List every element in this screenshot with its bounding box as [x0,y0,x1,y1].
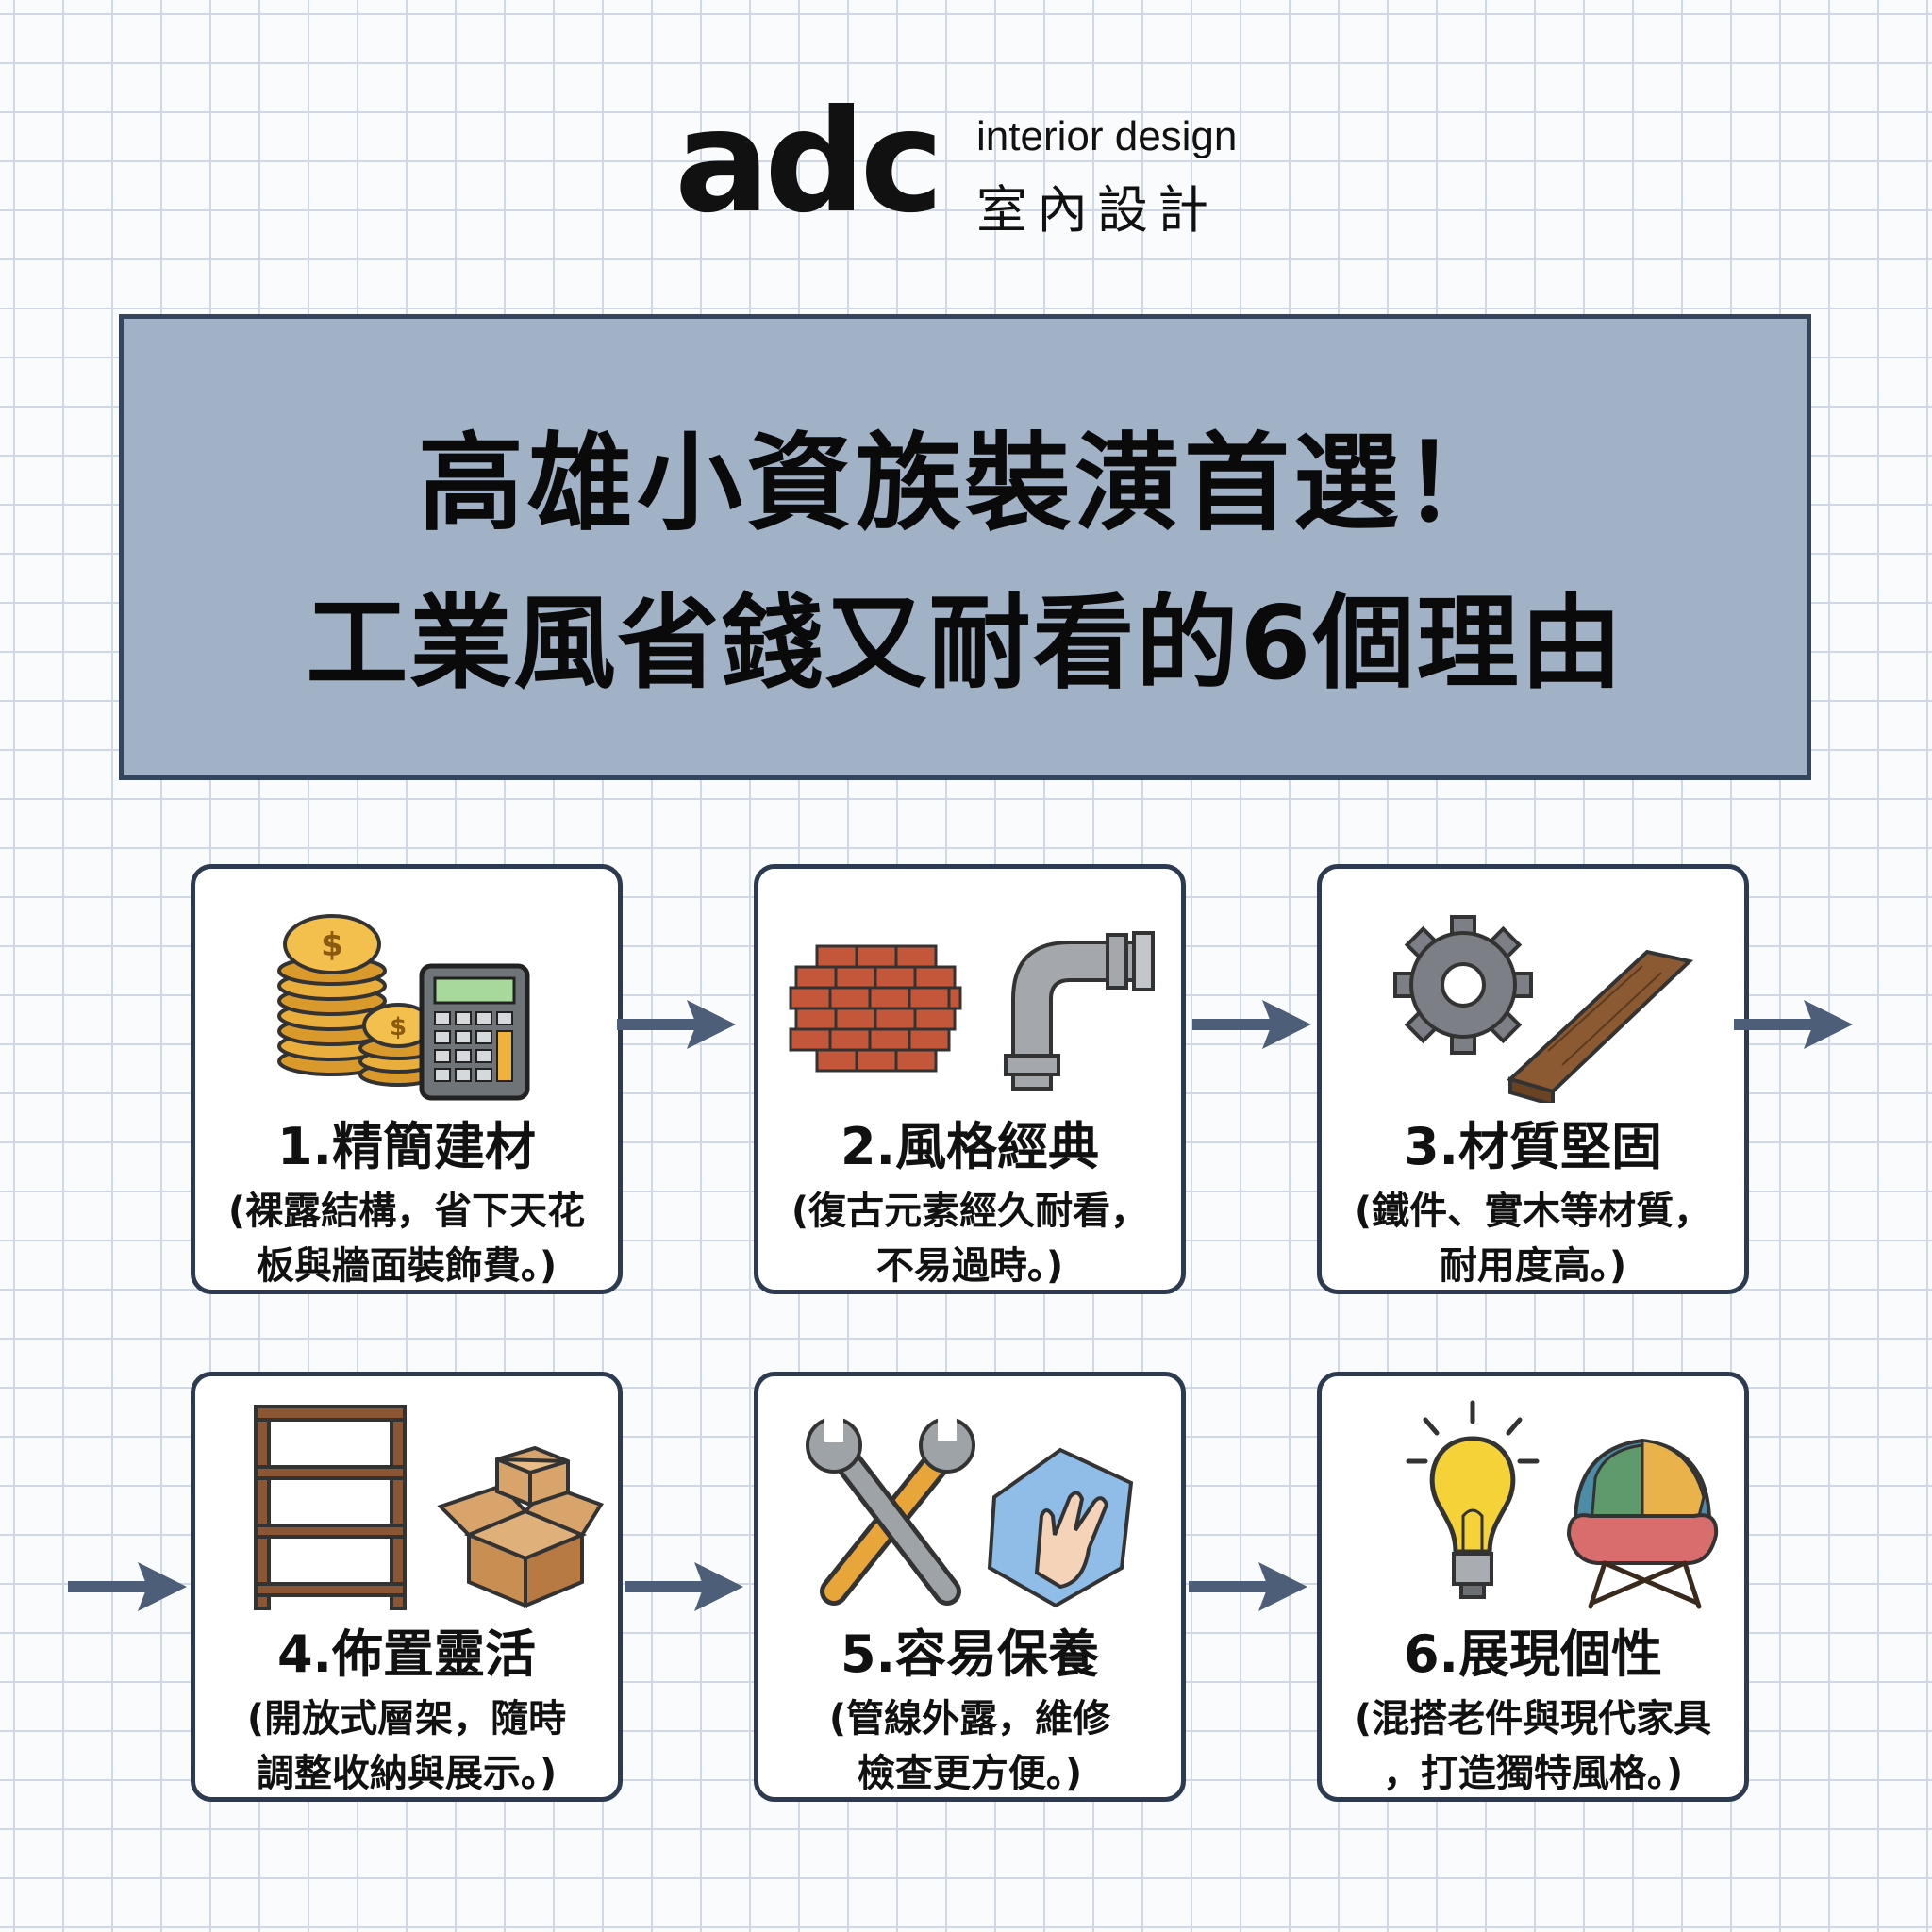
title-banner: 高雄小資族裝潢首選！ 工業風省錢又耐看的6個理由 [119,314,1811,780]
pipe-icon [1004,931,1155,1091]
flow-arrow-into-4 [68,1562,187,1611]
wood-plank-icon [1507,949,1694,1103]
reason-card-2: 2.風格經典 (復古元素經久耐看，不易過時。) [754,864,1186,1294]
flow-arrow-2-3 [1192,1000,1311,1049]
brand-name-zh: 室內設計 [976,180,1218,240]
flow-arrow-1-2 [617,1000,736,1049]
flow-arrow-5-6 [1189,1562,1307,1611]
card-2-illustration [789,931,1155,1091]
flow-arrow-4-5 [625,1562,743,1611]
calculator-icon [419,963,530,1101]
reason-card-5: 5.容易保養 (管線外露，維修檢查更方便。) [754,1372,1186,1802]
card-3-title: 3.材質堅固 [1403,1117,1663,1176]
wrench-icon [806,1412,975,1606]
card-3-illustration [1393,915,1694,1103]
card-5-illustration [806,1412,1134,1608]
card-5-title: 5.容易保養 [840,1624,1100,1684]
page-subtitle: 工業風省錢又耐看的6個理由 [306,585,1624,703]
card-1-title: 1.精簡建材 [276,1117,537,1176]
shelf-icon [254,1405,407,1610]
brand-logo: adc interior design 室內設計 [675,80,1278,244]
brick-wall-icon [789,944,962,1073]
brand-mark: adc [675,80,944,244]
card-6-title: 6.展現個性 [1403,1624,1663,1684]
box-icon [437,1445,605,1608]
coins-icon: $ $ [277,914,438,1087]
flow-arrow-3-next [1734,1000,1853,1049]
armchair-icon [1566,1438,1719,1609]
light-bulb-icon [1406,1400,1540,1599]
card-5-desc: (管線外露，維修檢查更方便。) [828,1697,1111,1795]
card-6-desc: (混搭老件與現代家具，打造獨特風格。) [1354,1697,1712,1795]
card-4-title: 4.佈置靈活 [276,1624,537,1684]
card-6-illustration [1406,1400,1719,1609]
reason-card-4: 4.佈置靈活 (開放式層架，隨時調整收納與展示。) [191,1372,623,1802]
card-3-desc: (鐵件、實木等材質，耐用度高。) [1354,1190,1712,1288]
reason-card-1: $ $ 1.精簡建材 (裸露結構，省下天花板與牆面裝飾費。) [191,864,623,1294]
card-2-title: 2.風格經典 [840,1117,1100,1176]
card-4-illustration [254,1405,605,1610]
brand-name-en: interior design [976,113,1238,159]
svg-text:$: $ [321,926,343,964]
page-title: 高雄小資族裝潢首選！ [418,423,1512,545]
card-4-desc: (開放式層架，隨時調整收納與展示。) [246,1697,567,1795]
cleaning-cloth-icon [987,1447,1134,1608]
reason-card-3: 3.材質堅固 (鐵件、實木等材質，耐用度高。) [1317,864,1749,1294]
card-1-illustration: $ $ [277,914,530,1101]
card-2-desc: (復古元素經久耐看，不易過時。) [791,1190,1149,1288]
reason-card-6: 6.展現個性 (混搭老件與現代家具，打造獨特風格。) [1317,1372,1749,1802]
svg-text:$: $ [390,1013,407,1041]
card-1-desc: (裸露結構，省下天花板與牆面裝飾費。) [227,1190,586,1288]
gear-icon [1393,915,1533,1055]
